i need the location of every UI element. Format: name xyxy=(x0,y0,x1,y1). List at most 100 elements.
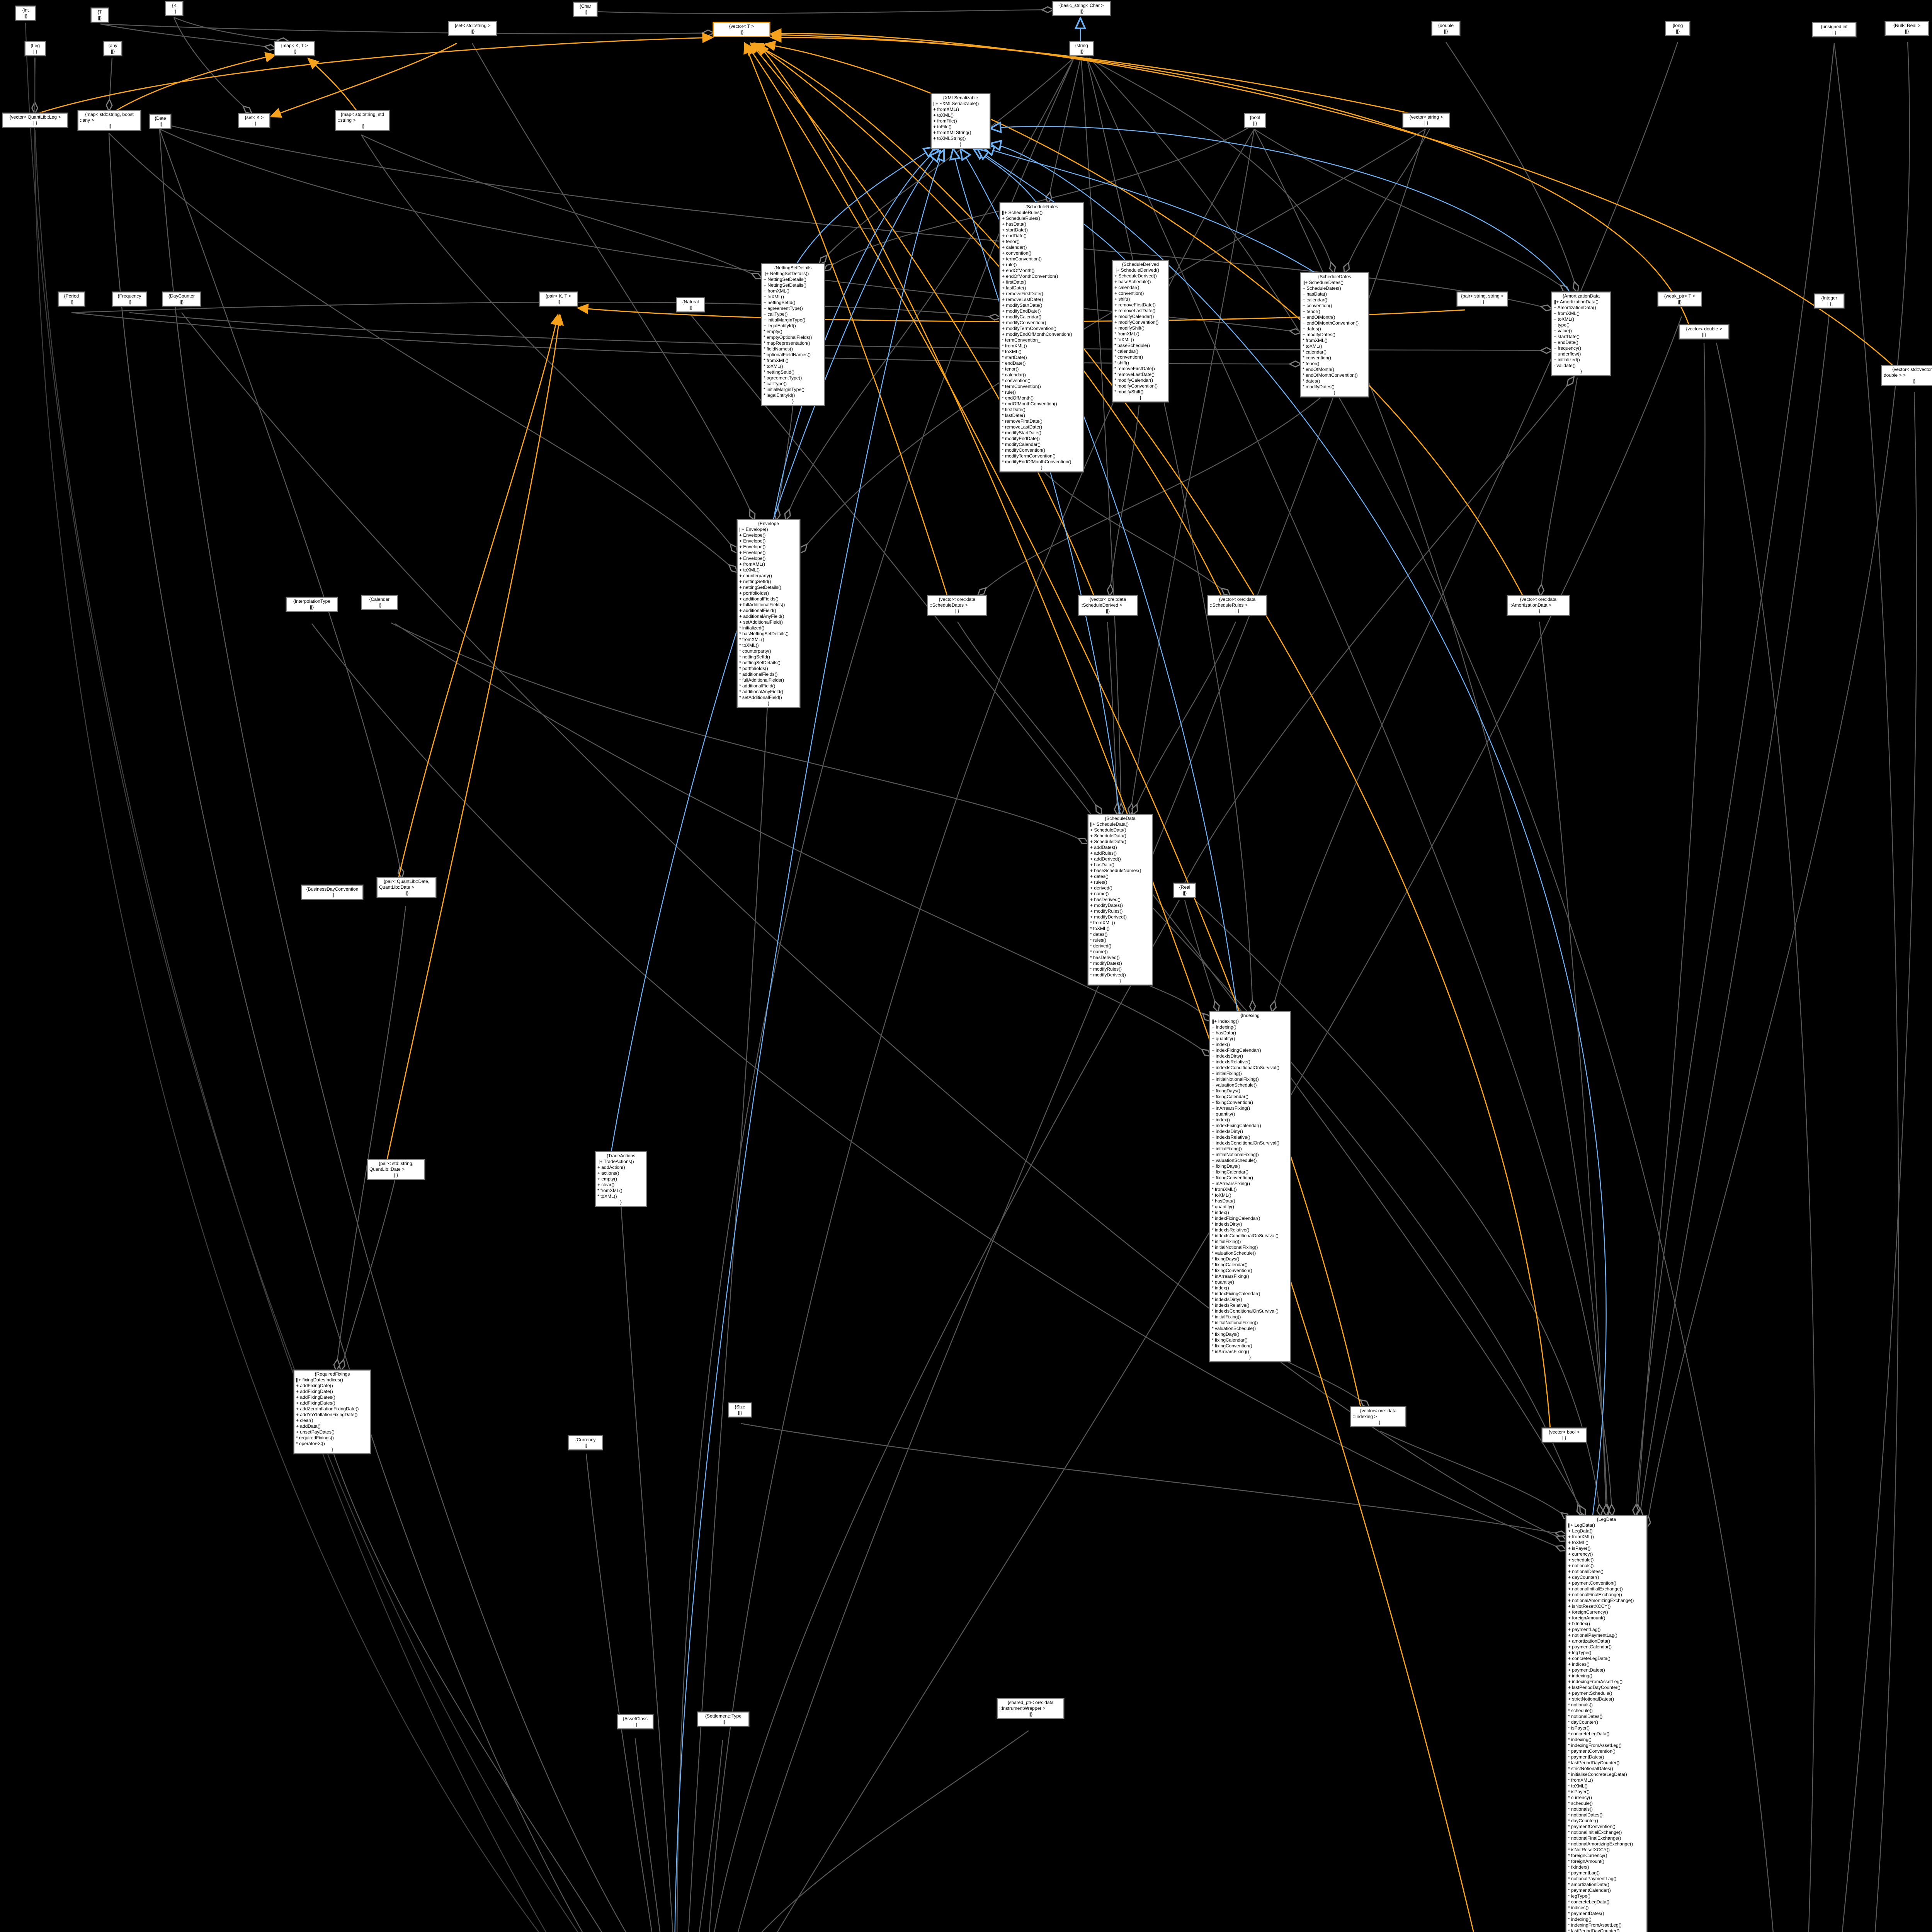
class-node-trade-actions[interactable]: {TradeActions||+ TradeActions()+ addActi… xyxy=(595,1151,647,1207)
class-node-map-k-t[interactable]: {map< K, T >||} xyxy=(274,41,315,56)
member-line: + indexIsDirty() xyxy=(1212,1129,1243,1134)
class-node-vector-vector-double[interactable]: {vector< std::vector<double > >||} xyxy=(1881,365,1932,386)
member-line: ::ScheduleDates > xyxy=(930,602,968,608)
class-node-weak-ptr-t[interactable]: {weak_ptr< T >||} xyxy=(1657,291,1702,307)
member-line: + counterparty() xyxy=(739,573,772,578)
member-line: ||} xyxy=(739,29,744,35)
class-node-period[interactable]: {Period||} xyxy=(58,291,85,307)
member-line: + addFixingDates() xyxy=(296,1395,335,1400)
member-line: ||} xyxy=(33,49,37,54)
member-line: + addFixingDate() xyxy=(296,1383,333,1388)
member-line: * paymentCalendar() xyxy=(1568,1888,1611,1893)
class-node-vector-double[interactable]: {vector< double >||} xyxy=(1679,324,1730,340)
member-line: + initialFixing() xyxy=(1212,1146,1242,1151)
member-line: * isNotResetXCCY() xyxy=(1568,1847,1610,1852)
member-line: + modifyDerived() xyxy=(1090,914,1127,920)
member-line: + lastPeriodDayCounter() xyxy=(1568,1685,1621,1690)
member-line: + ScheduleDates() xyxy=(1303,286,1341,291)
class-node-currency[interactable]: {Currency||} xyxy=(568,1435,603,1451)
class-node-leg[interactable]: {Leg||} xyxy=(24,41,46,56)
class-node-settlement-type[interactable]: {Settlement::Type||} xyxy=(697,1711,750,1727)
class-node-schedule-dates[interactable]: {ScheduleDates||+ ScheduleDates()+ Sched… xyxy=(1300,272,1369,398)
class-node-schedule-rules[interactable]: {ScheduleRules||+ ScheduleRules()+ Sched… xyxy=(999,202,1084,473)
class-node-any[interactable]: {any||} xyxy=(103,41,122,56)
class-node-vector-t[interactable]: {vector< T >||} xyxy=(713,22,770,37)
class-node-schedule-derived[interactable]: {ScheduleDerived||+ ScheduleDerived()+ S… xyxy=(1112,260,1169,403)
class-node-set-k[interactable]: {set< K >||} xyxy=(238,113,270,128)
class-node-frequency[interactable]: {Frequency||} xyxy=(112,291,147,307)
member-line: + addYoYInflationFixingDate() xyxy=(296,1412,358,1417)
member-line: * fromXML() xyxy=(1114,331,1139,337)
class-node-indexing[interactable]: {Indexing||+ Indexing()+ Indexing()+ has… xyxy=(1209,1011,1291,1362)
member-line: + indexIsConditionalOnSurvival() xyxy=(1212,1065,1280,1070)
member-line: * empty() xyxy=(764,329,782,334)
class-node-integer[interactable]: {Integer||} xyxy=(1814,293,1845,309)
class-node-map-string-string[interactable]: {map< std::string, std::string >||} xyxy=(335,110,390,131)
class-node-schedule-data[interactable]: {ScheduleData||+ ScheduleData()+ Schedul… xyxy=(1087,814,1153,986)
class-node-basic-string[interactable]: {basic_string< Char >||} xyxy=(1052,1,1111,16)
member-line: + initialFixing() xyxy=(1212,1071,1242,1076)
member-line: * mapRepresentation() xyxy=(764,340,810,346)
class-node-pair-string-date[interactable]: {pair< std::string,QuantLib::Date >||} xyxy=(367,1159,425,1180)
member-line: + Envelope() xyxy=(739,556,766,561)
class-node-null-real[interactable]: {Null< Real >||} xyxy=(1884,21,1929,36)
class-node-shared-ptr-instrument-wrapper[interactable]: {shared_ptr< ore::data::InstrumentWrappe… xyxy=(997,1698,1065,1719)
class-node-vector-schedule-derived[interactable]: {vector< ore::data::ScheduleDerived >||} xyxy=(1078,595,1138,616)
class-node-pair-date-date[interactable]: {pair< QuantLib::Date,QuantLib::Date >||… xyxy=(376,877,437,898)
class-node-netting-set-details[interactable]: {NettingSetDetails||+ NettingSetDetails(… xyxy=(761,263,825,406)
member-line: + notionalInitialExchange() xyxy=(1568,1586,1623,1592)
member-line: * fromXML() xyxy=(1212,1187,1237,1192)
member-line: + AmortizationData() xyxy=(1554,305,1596,310)
class-node-asset-class[interactable]: {AssetClass||} xyxy=(617,1714,654,1730)
member-line: * tenor() xyxy=(1002,366,1019,372)
class-node-pair-string-string[interactable]: {pair< string, string >||} xyxy=(1456,291,1508,307)
class-node-vector-quantlib-leg[interactable]: {vector< QuantLib::Leg >||} xyxy=(2,112,68,128)
class-node-amortization-data[interactable]: {AmortizationData||+ AmortizationData()+… xyxy=(1551,291,1611,376)
class-node-envelope[interactable]: {Envelope||+ Envelope()+ Envelope()+ Env… xyxy=(736,519,801,708)
member-line: * toXML() xyxy=(739,643,759,648)
class-node-long[interactable]: {long||} xyxy=(1665,21,1690,36)
member-line: + lastDate() xyxy=(1002,285,1026,291)
member-line: ||} xyxy=(404,890,409,896)
class-node-interpolation-type[interactable]: {InterpolationType||} xyxy=(286,597,338,612)
class-node-xml-serializable[interactable]: {XMLSerializable||+ ~XMLSerializable()+ … xyxy=(930,93,991,149)
class-node-natural[interactable]: {Natural||} xyxy=(676,297,705,313)
class-node-t-param[interactable]: {T||} xyxy=(90,7,109,23)
class-node-vector-amortization-data[interactable]: {vector< ore::data::AmortizationData >||… xyxy=(1507,595,1570,616)
class-node-date[interactable]: {Date||} xyxy=(149,114,172,129)
class-node-calendar[interactable]: {Calendar||} xyxy=(361,595,398,610)
member-line: ||} xyxy=(470,29,475,34)
class-title: {double xyxy=(1438,23,1454,28)
class-node-double[interactable]: {double||} xyxy=(1431,21,1461,36)
class-node-pair-k-t[interactable]: {pair< K, T >||} xyxy=(539,291,578,307)
class-node-vector-string[interactable]: {vector< string >||} xyxy=(1402,112,1450,128)
member-line: ::ScheduleRules > xyxy=(1210,602,1248,608)
class-node-business-day-convention[interactable]: {BusinessDayConvention||} xyxy=(301,884,364,900)
member-line: ||} xyxy=(310,604,314,610)
member-line: ||} xyxy=(1105,608,1110,614)
class-node-bool[interactable]: {bool||} xyxy=(1244,113,1266,128)
class-node-vector-schedule-rules[interactable]: {vector< ore::data::ScheduleRules >||} xyxy=(1207,595,1267,616)
class-node-k-param[interactable]: {K||} xyxy=(165,1,184,16)
class-node-map-string-any[interactable]: {map< std::string, boost::any >||} xyxy=(77,110,141,131)
class-node-vector-bool[interactable]: {vector< bool >||} xyxy=(1541,1427,1587,1443)
class-node-char-param[interactable]: {Char||} xyxy=(573,2,598,17)
class-node-vector-schedule-dates[interactable]: {vector< ore::data::ScheduleDates >||} xyxy=(927,595,987,616)
member-line: ||+ AmortizationData() xyxy=(1554,299,1599,304)
class-node-set-std-string[interactable]: {set< std::string >||} xyxy=(448,21,497,36)
class-node-string[interactable]: {string||} xyxy=(1069,41,1094,56)
member-line: + notionalPaymentLag() xyxy=(1568,1633,1617,1638)
class-node-size[interactable]: {Size||} xyxy=(728,1402,752,1418)
class-node-required-fixings[interactable]: {RequiredFixings||+ fixingDatesIndices()… xyxy=(293,1369,371,1454)
class-title: {K xyxy=(172,3,177,8)
class-node-day-counter[interactable]: {DayCounter||} xyxy=(162,291,201,307)
class-node-leg-data[interactable]: {LegData||+ LegData()+ LegData()+ fromXM… xyxy=(1565,1515,1648,1932)
class-node-unsigned-int[interactable]: {unsigned int||} xyxy=(1812,22,1857,37)
member-line: + hasData() xyxy=(1002,221,1027,227)
class-node-int[interactable]: {int||} xyxy=(15,5,36,21)
class-node-vector-indexing[interactable]: {vector< ore::data::Indexing >||} xyxy=(1350,1406,1406,1427)
class-title: {AssetClass xyxy=(622,1716,648,1721)
member-line: + Envelope() xyxy=(739,544,766,549)
member-line: * fullAdditionalFields() xyxy=(739,677,784,683)
class-node-real[interactable]: {Real||} xyxy=(1173,883,1196,898)
